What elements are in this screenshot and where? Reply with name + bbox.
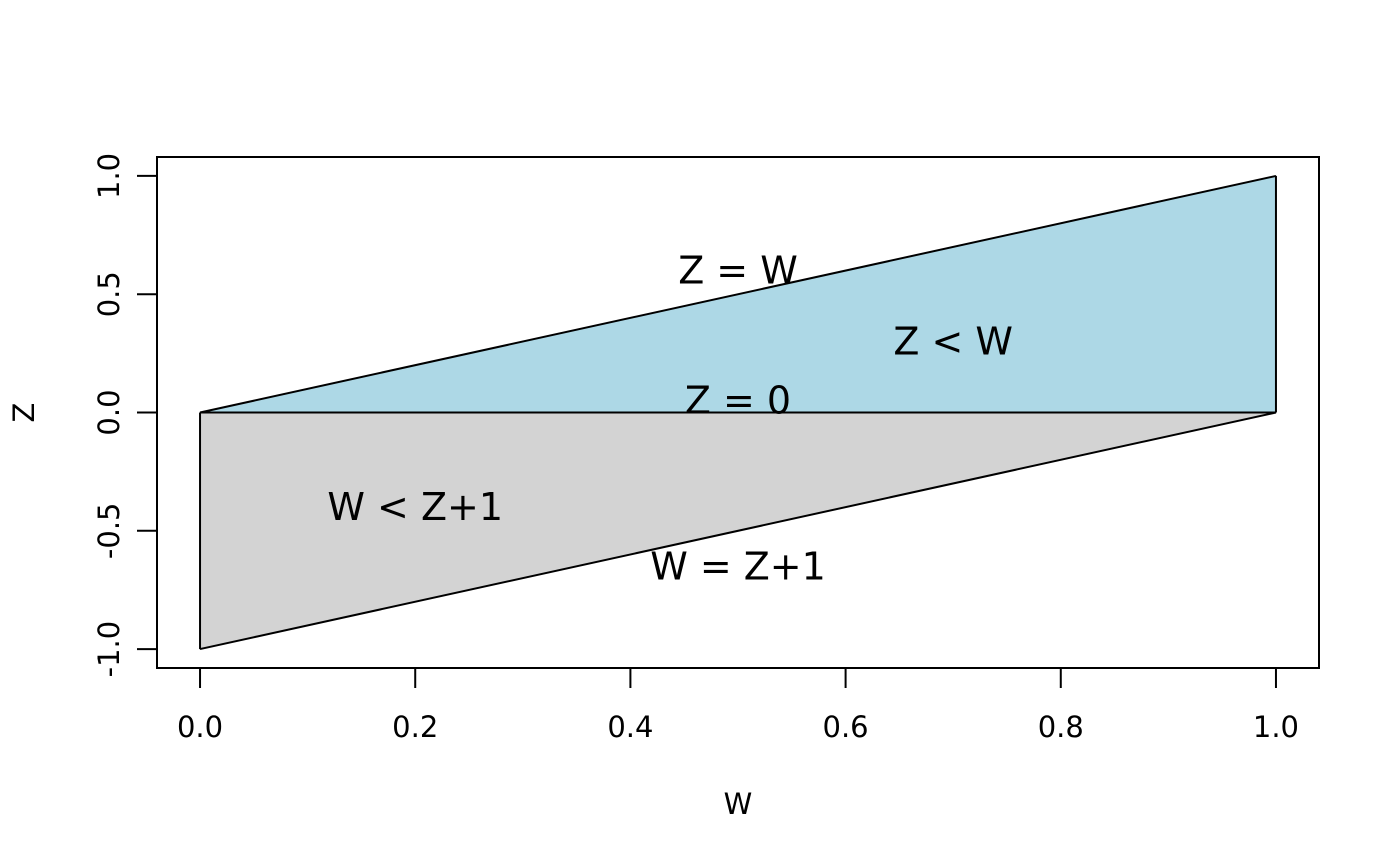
x-tick-label: 0.6 (823, 710, 869, 744)
y-tick-label: -1.0 (92, 621, 126, 678)
x-tick-label: 0.4 (607, 710, 653, 744)
y-tick-label: 1.0 (92, 153, 126, 199)
y-axis-title: Z (7, 403, 41, 423)
x-axis: 0.0 0.2 0.4 0.6 0.8 1.0 (177, 667, 1299, 744)
lines-layer (199, 174, 1277, 651)
y-tick-label: 0.5 (92, 271, 126, 317)
x-tick-label: 0.2 (392, 710, 438, 744)
annotations-layer: Z = W Z < W Z = 0 W < Z+1 W = Z+1 (327, 249, 1013, 589)
y-tick-label: 0.0 (92, 389, 126, 435)
region-label: W = Z+1 (650, 544, 826, 588)
x-tick-label: 0.0 (177, 710, 223, 744)
y-tick-label: -0.5 (92, 502, 126, 559)
y-axis: -1.0 -0.5 0.0 0.5 1.0 (92, 153, 158, 678)
region-label: Z = 0 (685, 379, 791, 423)
x-tick-label: 0.8 (1038, 710, 1084, 744)
x-tick-label: 1.0 (1253, 710, 1299, 744)
region-label: W < Z+1 (327, 485, 503, 529)
x-axis-title: W (724, 787, 753, 821)
region-label: Z = W (678, 249, 798, 293)
line-w-eq-z1 (199, 411, 1277, 651)
region-label: Z < W (893, 320, 1013, 364)
line-z-eq-w (199, 174, 1277, 414)
